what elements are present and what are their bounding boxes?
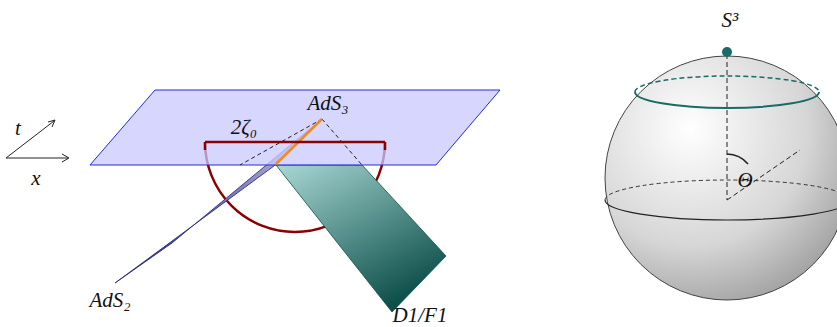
dimension-label: 2ζ₀ bbox=[231, 117, 257, 138]
sphere bbox=[605, 47, 837, 300]
angle-label: Θ bbox=[737, 170, 752, 191]
diameter bbox=[205, 142, 385, 150]
region-label: AdS₃ bbox=[307, 93, 348, 114]
brane-strip bbox=[276, 165, 446, 312]
axis-label: t bbox=[15, 118, 21, 139]
ads3-plane bbox=[90, 90, 500, 165]
sphere-label: S³ bbox=[722, 10, 739, 31]
brane-label: D1/F1 bbox=[393, 305, 448, 326]
axis-label: x bbox=[31, 168, 40, 189]
region-label: AdS₂ bbox=[89, 290, 130, 311]
